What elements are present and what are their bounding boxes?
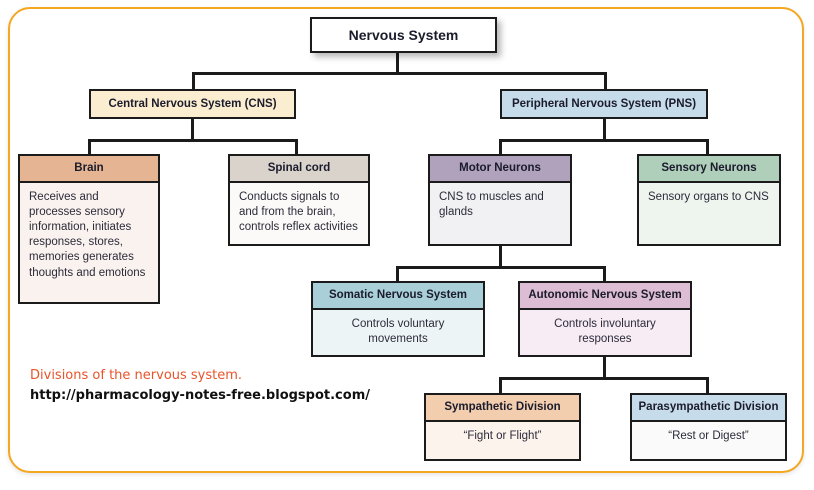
node-motor-neurons-title: Motor Neurons (430, 156, 570, 183)
node-spinal-cord-title: Spinal cord (230, 156, 368, 183)
connector-motor-bar (396, 266, 606, 269)
connector-to-brain (88, 139, 91, 156)
node-sensory-neurons[interactable]: Sensory Neurons Sensory organs to CNS (637, 154, 781, 246)
node-sensory-neurons-body: Sensory organs to CNS (648, 190, 769, 203)
connector-autonomic-bar (499, 377, 709, 380)
node-nervous-system[interactable]: Nervous System (310, 17, 497, 53)
node-cns-label: Central Nervous System (CNS) (108, 98, 277, 110)
node-spinal-cord-body: Conducts signals to and from the brain, … (239, 190, 358, 233)
node-brain[interactable]: Brain Receives and processes sensory inf… (18, 154, 160, 304)
connector-pns-stem (603, 118, 606, 142)
node-autonomic-title: Autonomic Nervous System (520, 283, 690, 310)
node-somatic-nervous-system[interactable]: Somatic Nervous System Controls voluntar… (311, 281, 485, 357)
node-sympathetic-title: Sympathetic Division (426, 395, 579, 422)
node-parasympathetic-division[interactable]: Parasympathetic Division “Rest or Digest… (630, 393, 787, 461)
connector-cns-stem (191, 118, 194, 142)
connector-level1-bar (192, 72, 607, 75)
node-somatic-title: Somatic Nervous System (313, 283, 483, 310)
connector-pns-bar (499, 139, 709, 142)
connector-to-pns (604, 72, 607, 91)
connector-to-cns (192, 72, 195, 91)
node-peripheral-nervous-system[interactable]: Peripheral Nervous System (PNS) (500, 89, 708, 119)
node-pns-label: Peripheral Nervous System (PNS) (511, 98, 697, 110)
caption-title: Divisions of the nervous system. (30, 368, 243, 383)
node-sympathetic-division[interactable]: Sympathetic Division “Fight or Flight” (424, 393, 581, 461)
node-nervous-system-label: Nervous System (348, 27, 459, 43)
caption-block: Divisions of the nervous system. http://… (30, 367, 410, 406)
node-brain-body: Receives and processes sensory informati… (29, 190, 146, 279)
connector-cns-bar (88, 139, 298, 142)
connector-to-parasympathetic (706, 377, 709, 395)
node-brain-title: Brain (20, 156, 158, 183)
connector-to-sensory-neurons (706, 139, 709, 156)
node-parasympathetic-title: Parasympathetic Division (632, 395, 785, 422)
caption-url[interactable]: http://pharmacology-notes-free.blogspot.… (30, 387, 370, 403)
connector-to-autonomic (603, 266, 606, 283)
connector-motor-stem (499, 245, 502, 269)
node-motor-neurons-body: CNS to muscles and glands (439, 190, 544, 218)
connector-to-sympathetic (499, 377, 502, 395)
connector-to-somatic (396, 266, 399, 283)
node-sympathetic-body: “Fight or Flight” (463, 429, 542, 442)
node-autonomic-nervous-system[interactable]: Autonomic Nervous System Controls involu… (518, 281, 692, 357)
node-spinal-cord[interactable]: Spinal cord Conducts signals to and from… (228, 154, 370, 246)
node-central-nervous-system[interactable]: Central Nervous System (CNS) (89, 89, 296, 119)
node-somatic-body: Controls voluntary movements (351, 317, 445, 345)
node-parasympathetic-body: “Rest or Digest” (668, 429, 749, 442)
node-sensory-neurons-title: Sensory Neurons (639, 156, 779, 183)
connector-autonomic-stem (603, 356, 606, 380)
connector-root-stem (396, 53, 399, 75)
node-autonomic-body: Controls involuntary responses (554, 317, 656, 345)
connector-to-motor-neurons (499, 139, 502, 156)
connector-to-spinal-cord (295, 139, 298, 156)
node-motor-neurons[interactable]: Motor Neurons CNS to muscles and glands (428, 154, 572, 246)
